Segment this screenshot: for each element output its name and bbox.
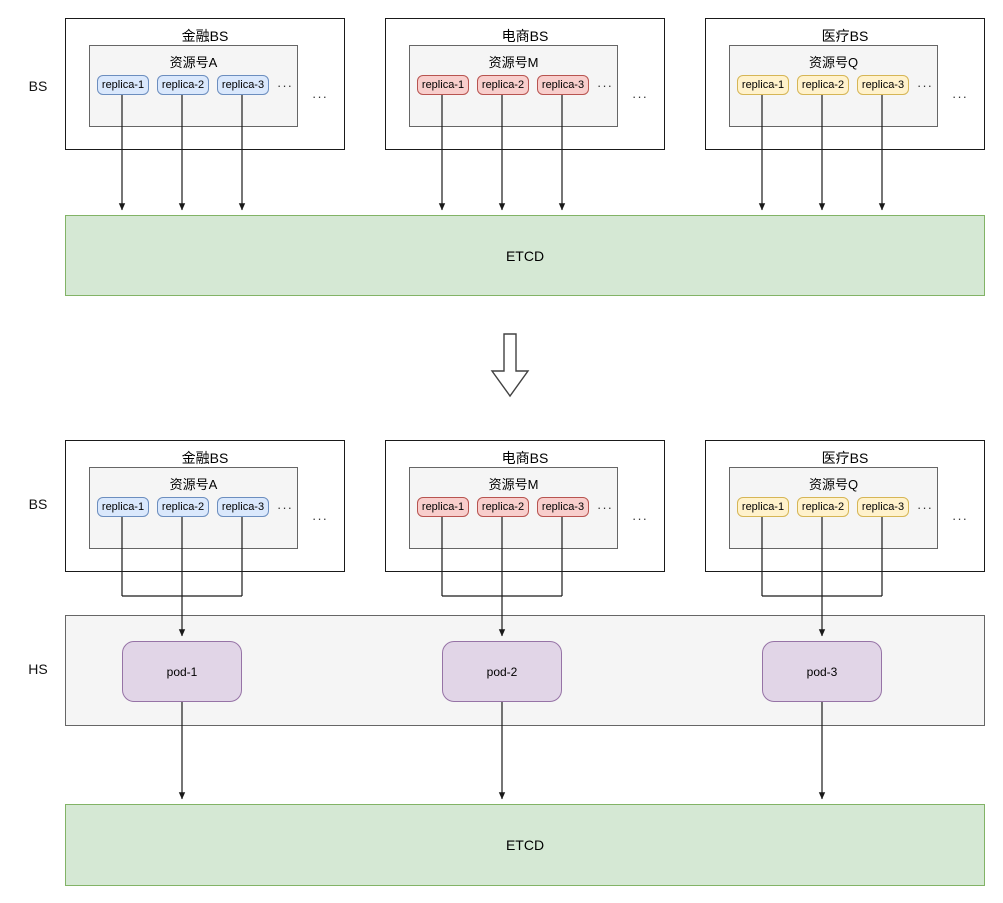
transform-arrow: [490, 333, 530, 398]
replica-chip: replica-3: [217, 497, 269, 517]
resource-box: 资源号Q replica-1 replica-2 replica-3 ···: [729, 467, 938, 549]
replica-chip: replica-1: [417, 75, 469, 95]
bs-group-medical-top: 医疗BS 资源号Q replica-1 replica-2 replica-3 …: [705, 18, 985, 150]
replica-chip: replica-1: [737, 75, 789, 95]
etcd-label: ETCD: [505, 837, 545, 853]
pod-2: pod-2: [442, 641, 562, 702]
replica-row: replica-1 replica-2 replica-3 ···: [417, 497, 613, 517]
resource-title: 资源号Q: [808, 477, 859, 492]
replica-chip: replica-3: [857, 75, 909, 95]
replica-chip: replica-2: [157, 497, 209, 517]
resource-box: 资源号M replica-1 replica-2 replica-3 ···: [409, 467, 618, 549]
pod-label: pod-1: [166, 664, 198, 679]
ellipsis: ···: [277, 77, 293, 93]
replica-chip: replica-2: [477, 497, 529, 517]
group-title: 金融BS: [181, 450, 229, 466]
pod-1: pod-1: [122, 641, 242, 702]
bs-group-finance-bottom: 金融BS 资源号A replica-1 replica-2 replica-3 …: [65, 440, 345, 572]
replica-row: replica-1 replica-2 replica-3 ···: [737, 75, 933, 95]
ellipsis: ···: [632, 511, 648, 526]
ellipsis: ···: [312, 511, 328, 526]
resource-box: 资源号Q replica-1 replica-2 replica-3 ···: [729, 45, 938, 127]
group-title: 金融BS: [181, 28, 229, 44]
ellipsis: ···: [952, 89, 968, 104]
row-label-hs: HS: [28, 661, 48, 677]
pod-3: pod-3: [762, 641, 882, 702]
ellipsis: ···: [917, 77, 933, 93]
replica-chip: replica-3: [217, 75, 269, 95]
replica-chip: replica-1: [737, 497, 789, 517]
pod-label: pod-2: [486, 664, 518, 679]
group-title: 医疗BS: [821, 450, 869, 466]
replica-chip: replica-2: [157, 75, 209, 95]
row-label-bs-bottom: BS: [28, 496, 48, 512]
resource-title: 资源号A: [169, 477, 218, 492]
etcd-label: ETCD: [505, 247, 545, 264]
replica-chip: replica-3: [857, 497, 909, 517]
ellipsis: ···: [277, 499, 293, 515]
ellipsis: ···: [312, 89, 328, 104]
bs-group-medical-bottom: 医疗BS 资源号Q replica-1 replica-2 replica-3 …: [705, 440, 985, 572]
ellipsis: ···: [597, 499, 613, 515]
ellipsis: ···: [632, 89, 648, 104]
row-label-bs-top: BS: [28, 78, 48, 94]
replica-row: replica-1 replica-2 replica-3 ···: [97, 497, 293, 517]
bs-group-ecommerce-bottom: 电商BS 资源号M replica-1 replica-2 replica-3 …: [385, 440, 665, 572]
ellipsis: ···: [597, 77, 613, 93]
group-title: 电商BS: [501, 450, 549, 466]
pod-label: pod-3: [806, 664, 838, 679]
ellipsis: ···: [952, 511, 968, 526]
resource-title: 资源号A: [169, 55, 218, 70]
resource-title: 资源号M: [488, 477, 539, 492]
replica-chip: replica-3: [537, 75, 589, 95]
replica-chip: replica-2: [797, 497, 849, 517]
replica-row: replica-1 replica-2 replica-3 ···: [737, 497, 933, 517]
ellipsis: ···: [917, 499, 933, 515]
replica-row: replica-1 replica-2 replica-3 ···: [97, 75, 293, 95]
group-title: 医疗BS: [821, 28, 869, 44]
replica-chip: replica-3: [537, 497, 589, 517]
resource-box: 资源号A replica-1 replica-2 replica-3 ···: [89, 45, 298, 127]
bs-group-ecommerce-top: 电商BS 资源号M replica-1 replica-2 replica-3 …: [385, 18, 665, 150]
replica-chip: replica-1: [97, 75, 149, 95]
group-title: 电商BS: [501, 28, 549, 44]
etcd-bar-bottom: ETCD: [65, 804, 985, 886]
replica-row: replica-1 replica-2 replica-3 ···: [417, 75, 613, 95]
resource-box: 资源号A replica-1 replica-2 replica-3 ···: [89, 467, 298, 549]
resource-title: 资源号M: [488, 55, 539, 70]
replica-chip: replica-2: [477, 75, 529, 95]
resource-title: 资源号Q: [808, 55, 859, 70]
resource-box: 资源号M replica-1 replica-2 replica-3 ···: [409, 45, 618, 127]
replica-chip: replica-1: [417, 497, 469, 517]
bs-group-finance-top: 金融BS 资源号A replica-1 replica-2 replica-3 …: [65, 18, 345, 150]
etcd-bar-top: ETCD: [65, 215, 985, 296]
replica-chip: replica-1: [97, 497, 149, 517]
replica-chip: replica-2: [797, 75, 849, 95]
